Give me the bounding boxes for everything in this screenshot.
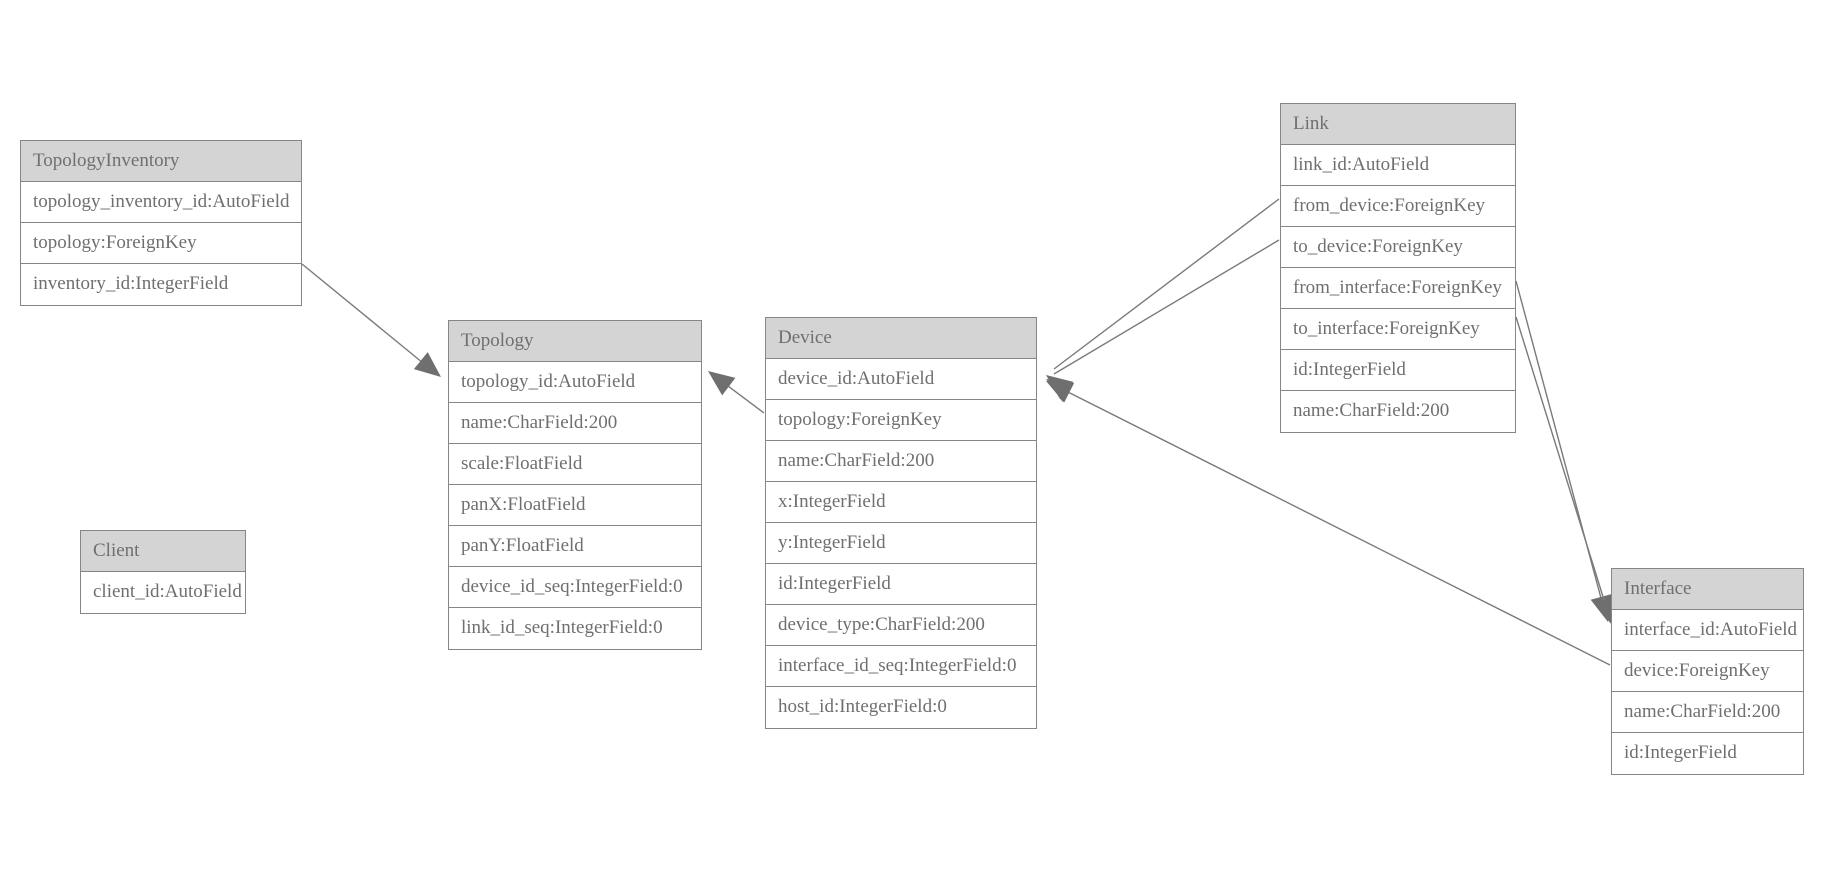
entity-field: scale:FloatField bbox=[449, 444, 701, 485]
entity-field: from_interface:ForeignKey bbox=[1281, 268, 1515, 309]
entity-field: interface_id:AutoField bbox=[1612, 610, 1803, 651]
relationship-arrowhead bbox=[413, 352, 441, 377]
relationship-arrowhead bbox=[1046, 375, 1074, 400]
entity-title-topology: Topology bbox=[449, 321, 701, 362]
entity-field: topology_inventory_id:AutoField bbox=[21, 182, 301, 223]
entity-field: device_type:CharField:200 bbox=[766, 605, 1036, 646]
entity-field: name:CharField:200 bbox=[1281, 391, 1515, 432]
relationship-device-to-topology bbox=[708, 371, 765, 414]
entity-title-link: Link bbox=[1281, 104, 1515, 145]
entity-field: host_id:IntegerField:0 bbox=[766, 687, 1036, 728]
entity-field: topology:ForeignKey bbox=[21, 223, 301, 264]
relationship-arrowhead bbox=[1046, 379, 1074, 402]
relationship-line bbox=[1515, 280, 1606, 614]
relationship-link-from-device-to-device bbox=[1046, 198, 1280, 400]
relationship-link-from-interface-to-interface bbox=[1515, 280, 1612, 622]
entity-field: device_id:AutoField bbox=[766, 359, 1036, 400]
relationship-topologyinventory-to-topology bbox=[301, 263, 441, 377]
relationship-line bbox=[1053, 239, 1280, 375]
entity-field: y:IntegerField bbox=[766, 523, 1036, 564]
relationship-arrowhead bbox=[708, 371, 736, 396]
entity-title-topologyinventory: TopologyInventory bbox=[21, 141, 301, 182]
relationship-arrowhead bbox=[1046, 381, 1075, 403]
entity-field: link_id_seq:IntegerField:0 bbox=[449, 608, 701, 649]
entity-field: topology:ForeignKey bbox=[766, 400, 1036, 441]
relationship-line bbox=[301, 263, 435, 373]
entity-field: to_interface:ForeignKey bbox=[1281, 309, 1515, 350]
entity-field: name:CharField:200 bbox=[449, 403, 701, 444]
entity-field: id:IntegerField bbox=[766, 564, 1036, 605]
entity-field: id:IntegerField bbox=[1281, 350, 1515, 391]
entity-field: inventory_id:IntegerField bbox=[21, 264, 301, 305]
entity-title-interface: Interface bbox=[1612, 569, 1803, 610]
relationship-link-to-interface-to-interface bbox=[1515, 316, 1615, 625]
entity-field: from_device:ForeignKey bbox=[1281, 186, 1515, 227]
entity-field: client_id:AutoField bbox=[81, 572, 245, 613]
entity-field: to_device:ForeignKey bbox=[1281, 227, 1515, 268]
entity-title-client: Client bbox=[81, 531, 245, 572]
entity-field: name:CharField:200 bbox=[766, 441, 1036, 482]
entity-field: name:CharField:200 bbox=[1612, 692, 1803, 733]
entity-field: interface_id_seq:IntegerField:0 bbox=[766, 646, 1036, 687]
entity-field: device:ForeignKey bbox=[1612, 651, 1803, 692]
entity-title-device: Device bbox=[766, 318, 1036, 359]
entity-field: device_id_seq:IntegerField:0 bbox=[449, 567, 701, 608]
entity-field: panX:FloatField bbox=[449, 485, 701, 526]
entity-field: id:IntegerField bbox=[1612, 733, 1803, 774]
relationship-line bbox=[1053, 198, 1280, 370]
entity-field: link_id:AutoField bbox=[1281, 145, 1515, 186]
entity-field: x:IntegerField bbox=[766, 482, 1036, 523]
relationship-line bbox=[715, 376, 765, 414]
relationship-line bbox=[1515, 316, 1610, 617]
entity-field: topology_id:AutoField bbox=[449, 362, 701, 403]
entity-field: panY:FloatField bbox=[449, 526, 701, 567]
relationship-link-to-device-to-device bbox=[1046, 239, 1280, 402]
